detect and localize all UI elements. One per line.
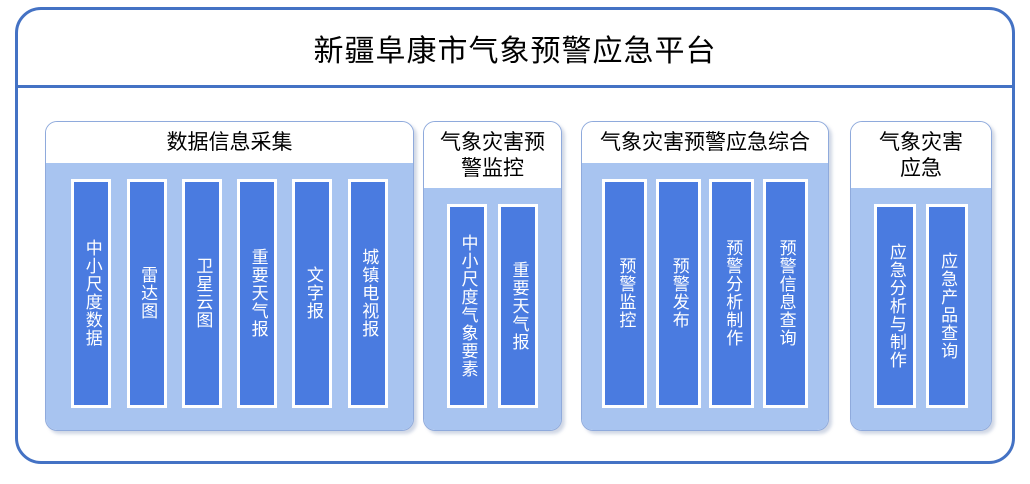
panel-header-warning-integrated: 气象灾害预警应急综合 (582, 122, 828, 163)
panel-warning-integrated[interactable]: 气象灾害预警应急综合 预警监控 预警发布 预警分析制作 预警信息查询 (581, 121, 829, 431)
item-box[interactable]: 文字报 (292, 178, 333, 408)
panel-header-disaster-monitoring: 气象灾害预 警监控 (424, 122, 561, 189)
item-box[interactable]: 中小尺度气象要素 (447, 204, 487, 408)
item-box[interactable]: 预警分析制作 (709, 178, 755, 408)
panel-body-data-collection: 中小尺度数据 雷达图 卫星云图 重要天气报 文字报 城镇电视报 (46, 162, 413, 430)
panel-body-warning-integrated: 预警监控 预警发布 预警分析制作 预警信息查询 (582, 162, 828, 430)
panel-header-disaster-emergency: 气象灾害 应急 (851, 122, 991, 189)
item-box[interactable]: 雷达图 (126, 178, 167, 408)
panel-disaster-emergency[interactable]: 气象灾害 应急 应急分析与制作 应急产品查询 (850, 121, 992, 431)
panel-body-disaster-emergency: 应急分析与制作 应急产品查询 (851, 188, 991, 430)
item-box[interactable]: 应急产品查询 (925, 204, 968, 408)
item-box[interactable]: 重要天气报 (498, 204, 538, 408)
item-box[interactable]: 卫星云图 (181, 178, 222, 408)
item-box[interactable]: 城镇电视报 (347, 178, 388, 408)
panel-header-data-collection: 数据信息采集 (46, 122, 413, 163)
title-divider (18, 85, 1012, 88)
panel-body-disaster-monitoring: 中小尺度气象要素 重要天气报 (424, 188, 561, 430)
item-box[interactable]: 重要天气报 (237, 178, 278, 408)
item-box[interactable]: 应急分析与制作 (874, 204, 917, 408)
item-box[interactable]: 预警发布 (655, 178, 701, 408)
panel-data-collection[interactable]: 数据信息采集 中小尺度数据 雷达图 卫星云图 重要天气报 文字报 城镇电视报 (45, 121, 414, 431)
panel-disaster-monitoring[interactable]: 气象灾害预 警监控 中小尺度气象要素 重要天气报 (423, 121, 562, 431)
page-title: 新疆阜康市气象预警应急平台 (313, 33, 717, 69)
item-box[interactable]: 中小尺度数据 (71, 178, 112, 408)
panels-row: 数据信息采集 中小尺度数据 雷达图 卫星云图 重要天气报 文字报 城镇电视报 气… (18, 88, 1012, 464)
item-box[interactable]: 预警监控 (602, 178, 648, 408)
item-box[interactable]: 预警信息查询 (762, 178, 808, 408)
platform-frame: 新疆阜康市气象预警应急平台 数据信息采集 中小尺度数据 雷达图 卫星云图 重要天… (15, 7, 1015, 464)
